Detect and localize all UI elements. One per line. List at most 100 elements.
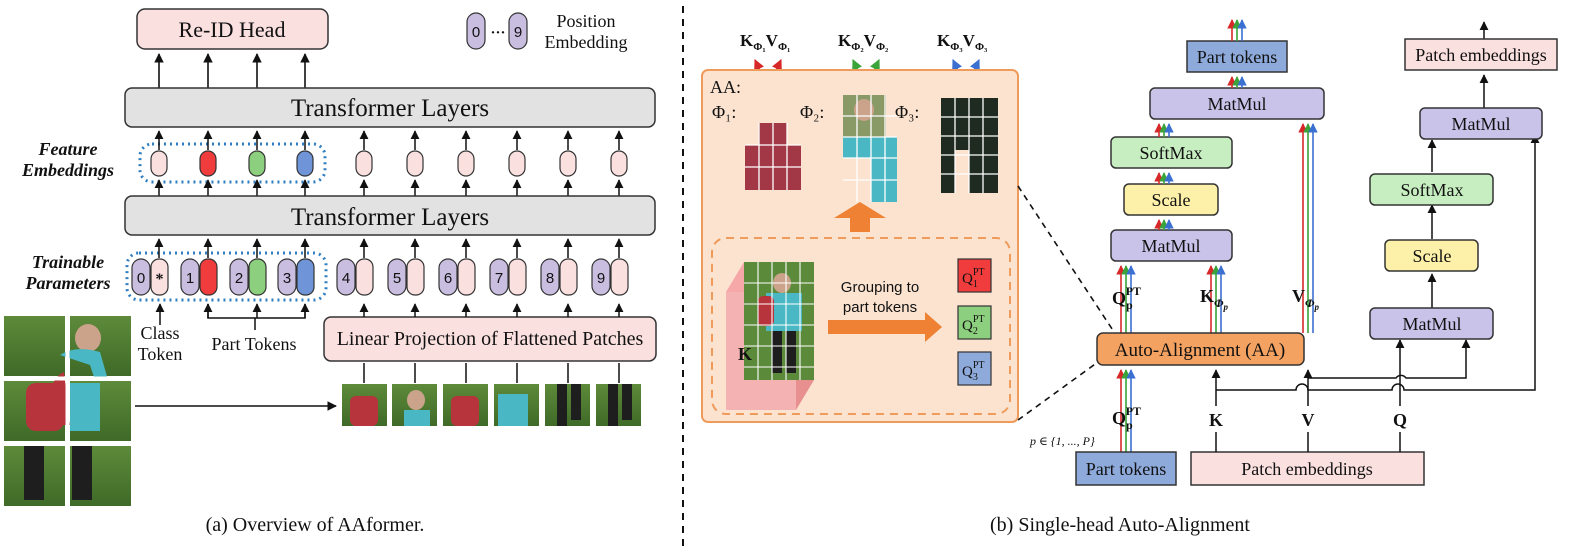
- position-embedding-pill: [277, 258, 297, 296]
- position-embedding-pill: [336, 258, 356, 296]
- position-index: 3: [283, 270, 291, 287]
- qp-bottom-label: QpPT: [1112, 404, 1141, 432]
- transformer-top-label: Transformer Layers: [291, 95, 489, 122]
- panel-b: KΦ₁VΦ₁ KΦ₂VΦ₂ KΦ₃VΦ₃ AA: Φ₁: Φ₂: Φ₃:: [701, 19, 1558, 536]
- softmax-2-box: [1369, 173, 1494, 206]
- k-bottom-label: K: [1209, 410, 1223, 430]
- trainable-label-1: Trainable: [32, 252, 104, 272]
- scale-2-box: [1384, 239, 1479, 272]
- grouping-label-1: Grouping to: [841, 279, 919, 296]
- kv-label-2: KΦ₂VΦ₂: [838, 31, 889, 53]
- position-embedding-pill: [591, 258, 611, 296]
- panel-a: Re-ID Head 0 ··· 9 Position Embedding Tr…: [4, 8, 657, 536]
- triple-arrows: [1116, 19, 1318, 452]
- patch-content: [404, 410, 430, 426]
- kv-label-3: KΦ₃VΦ₃: [937, 31, 988, 53]
- patch-token-pill: [406, 258, 425, 296]
- v-bottom-label: V: [1302, 410, 1315, 430]
- patch-token-pill: [355, 258, 374, 296]
- aa-label: AA:: [710, 77, 741, 97]
- class-token-label-1: Class: [140, 323, 179, 343]
- matmul-2-box: [1110, 229, 1233, 262]
- matmul-4-label: MatMul: [1402, 314, 1461, 334]
- position-index: 8: [546, 270, 554, 287]
- pos-emb-last-pill: [508, 12, 528, 50]
- routing-lines: [1211, 21, 1540, 452]
- matmul-3-label: MatMul: [1451, 114, 1510, 134]
- feature-embedding-pill: [610, 150, 628, 177]
- transformer-bottom-box: [124, 195, 656, 236]
- reid-head-label: Re-ID Head: [179, 17, 286, 42]
- scale-2-label: Scale: [1413, 246, 1452, 266]
- transformer-top-box: [124, 87, 656, 128]
- scale-1-box: [1123, 183, 1219, 216]
- class-token-pill: [150, 258, 169, 296]
- grouping-dashed-box: [711, 237, 1011, 415]
- feature-embedding-pill: [150, 150, 168, 177]
- feature-group-outline: [138, 142, 327, 184]
- scale-1-label: Scale: [1152, 190, 1191, 210]
- vphi-mid-label: VΦp: [1292, 286, 1319, 312]
- pos-emb-dots: ···: [490, 25, 505, 41]
- q-pt-3-box: [957, 351, 992, 386]
- part-tokens-in-box: [1075, 451, 1177, 486]
- head-arrows: [154, 53, 310, 88]
- q-bottom-label: Q: [1393, 410, 1407, 430]
- patch-token-pill: [610, 258, 629, 296]
- patch-token-pill: [559, 258, 578, 296]
- feature-embedding-pill: [457, 150, 475, 177]
- kv-labels: KΦ₁VΦ₁ KΦ₂VΦ₂ KΦ₃VΦ₃: [740, 31, 988, 53]
- position-embedding-pill: [229, 258, 249, 296]
- phi2-label: Φ₂:: [800, 102, 824, 122]
- part-tokens-out-label: Part tokens: [1197, 47, 1278, 67]
- kphi-mid-label: KΦp: [1200, 286, 1228, 312]
- feature-embedding-pill: [508, 150, 526, 177]
- image-patch: [545, 384, 590, 426]
- grouping-up-arrow: [834, 202, 886, 232]
- patch-token-pill: [508, 258, 527, 296]
- softmax-1-label: SoftMax: [1140, 143, 1203, 163]
- patch-token-pill: [457, 258, 476, 296]
- linear-projection-label: Linear Projection of Flattened Patches: [337, 328, 644, 350]
- matmul-4-box: [1369, 307, 1494, 340]
- p-range-label: p ∈ {1, ..., P}: [1029, 434, 1095, 448]
- zoom-line-bottom: [1017, 361, 1099, 421]
- feature-embedding-pill: [559, 150, 577, 177]
- patch-embeddings-out-box: [1404, 38, 1558, 71]
- feature-label-2: Embeddings: [21, 160, 114, 180]
- matmul-1-label: MatMul: [1207, 94, 1266, 114]
- grouping-right-arrow: [828, 312, 942, 342]
- position-index: 5: [393, 270, 401, 287]
- transformer-bottom-label: Transformer Layers: [291, 204, 489, 231]
- position-embedding-pill: [540, 258, 560, 296]
- qp-mid-label: QpPT: [1112, 284, 1141, 312]
- feature-embedding-pill: [199, 150, 217, 177]
- grouping-label-2: part tokens: [843, 299, 917, 316]
- image-patch: [596, 384, 641, 426]
- kv-label-1: KΦ₁VΦ₁: [740, 31, 790, 53]
- caption-b: (b) Single-head Auto-Alignment: [990, 514, 1250, 536]
- phi3-label: Φ₃:: [895, 102, 919, 122]
- position-embedding-pill: [131, 258, 151, 296]
- position-index: 9: [597, 270, 605, 287]
- part-tokens-in-label: Part tokens: [1086, 459, 1167, 479]
- feature-label-1: Feature: [37, 139, 97, 159]
- trainable-group-outline: [125, 251, 328, 302]
- position-index: 2: [235, 270, 243, 287]
- position-index: 4: [342, 270, 350, 287]
- position-index: 7: [495, 270, 503, 287]
- feature-embedding-pill: [406, 150, 424, 177]
- position-embedding-pill: [489, 258, 509, 296]
- aa-box-label: Auto-Alignment (AA): [1115, 340, 1285, 361]
- position-embedding-pill: [438, 258, 458, 296]
- person-image-grid: [4, 316, 131, 506]
- matmul-2-label: MatMul: [1141, 236, 1200, 256]
- softmax-2-label: SoftMax: [1401, 180, 1464, 200]
- position-index: 6: [444, 270, 452, 287]
- part-token-pill: [199, 258, 218, 296]
- patch-content: [407, 390, 425, 410]
- q-pt-2-box: [957, 305, 992, 340]
- k-volume-label: K: [738, 344, 752, 364]
